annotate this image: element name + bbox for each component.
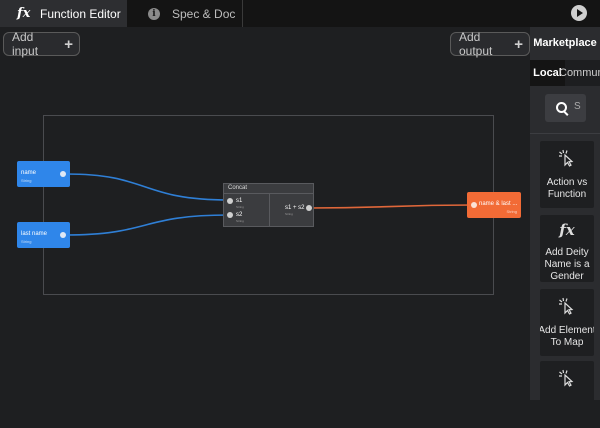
- search-input[interactable]: S: [545, 94, 586, 122]
- cursor-click-icon: [540, 149, 594, 172]
- info-icon: i: [148, 7, 160, 20]
- fx-icon: fx: [17, 6, 31, 21]
- tab-label: Spec & Doc: [172, 6, 236, 21]
- add-output-label: Add output: [459, 30, 493, 58]
- node-type: String: [21, 239, 32, 244]
- tab-divider: [242, 0, 243, 27]
- top-bar: fx Function Editor i Spec & Doc: [0, 0, 600, 27]
- wire-name-to-s1: [65, 173, 230, 201]
- plus-icon: +: [64, 35, 73, 53]
- node-label: last name: [21, 231, 48, 237]
- input-node-last-name[interactable]: last name String: [17, 222, 70, 248]
- port-type: String: [236, 205, 244, 209]
- output-node[interactable]: name & last ... String: [467, 192, 521, 218]
- card-label: Action vs Function: [546, 177, 588, 200]
- port-type: String: [236, 219, 244, 223]
- cursor-click-icon: [540, 297, 594, 320]
- plus-icon: +: [514, 35, 523, 53]
- connection-wires: [65, 173, 475, 236]
- search-placeholder: S: [574, 101, 581, 112]
- cursor-click-icon: [540, 369, 594, 392]
- source-tabs: Local Community: [530, 60, 600, 86]
- input-port-s2[interactable]: [227, 212, 233, 218]
- marketplace-title: Marketplace: [533, 37, 597, 49]
- concat-node-header: Concat: [224, 184, 313, 194]
- node-label: name: [21, 170, 37, 176]
- port-label: s1: [236, 198, 243, 204]
- output-port[interactable]: [306, 205, 312, 211]
- add-output-button[interactable]: Add output +: [450, 30, 530, 58]
- add-input-button[interactable]: Add input +: [3, 30, 80, 58]
- node-type: String: [21, 178, 32, 183]
- add-input-label: Add input: [12, 30, 39, 58]
- output-port[interactable]: [60, 232, 66, 238]
- tab-function-editor[interactable]: fx Function Editor: [0, 0, 127, 27]
- concat-node-title: Concat: [228, 185, 248, 191]
- panel-divider: [530, 133, 600, 134]
- marketplace-card[interactable]: [540, 361, 594, 428]
- card-label: Add Deity Name is a Gender: [544, 247, 590, 282]
- tab-local[interactable]: Local: [530, 60, 565, 86]
- node-label: name & last ...: [479, 201, 518, 207]
- concat-node[interactable]: Concat s1 String s2 String s1 + s2 Strin…: [223, 183, 314, 227]
- input-port[interactable]: [471, 202, 477, 208]
- wire-concat-to-output: [308, 204, 475, 209]
- node-type: String: [506, 209, 517, 214]
- tab-spec-and-doc[interactable]: i Spec & Doc: [127, 0, 242, 27]
- marketplace-card[interactable]: Action vs Function: [540, 141, 594, 208]
- input-port-s1[interactable]: [227, 198, 233, 204]
- fx-icon: fx: [559, 221, 575, 239]
- tab-community[interactable]: Community: [559, 60, 600, 86]
- output-port-label: s1 + s2: [285, 205, 305, 211]
- marketplace-card[interactable]: fx Add Deity Name is a Gender: [540, 215, 594, 282]
- wire-last-name-to-s2: [65, 214, 230, 236]
- output-port-type: String: [285, 212, 293, 216]
- input-node-name[interactable]: name String: [17, 161, 70, 187]
- port-label: s2: [236, 212, 243, 218]
- marketplace-card[interactable]: Add Element To Map: [540, 289, 594, 356]
- concat-node-divider: [269, 193, 270, 226]
- card-label: Add Element To Map: [540, 325, 594, 348]
- tab-community-label: Community: [559, 67, 600, 79]
- tab-label: Function Editor: [40, 6, 121, 21]
- marketplace-panel: Marketplace Local Community S Action vs …: [530, 27, 600, 428]
- output-port[interactable]: [60, 171, 66, 177]
- search-icon: [556, 102, 567, 113]
- play-icon[interactable]: [571, 5, 587, 21]
